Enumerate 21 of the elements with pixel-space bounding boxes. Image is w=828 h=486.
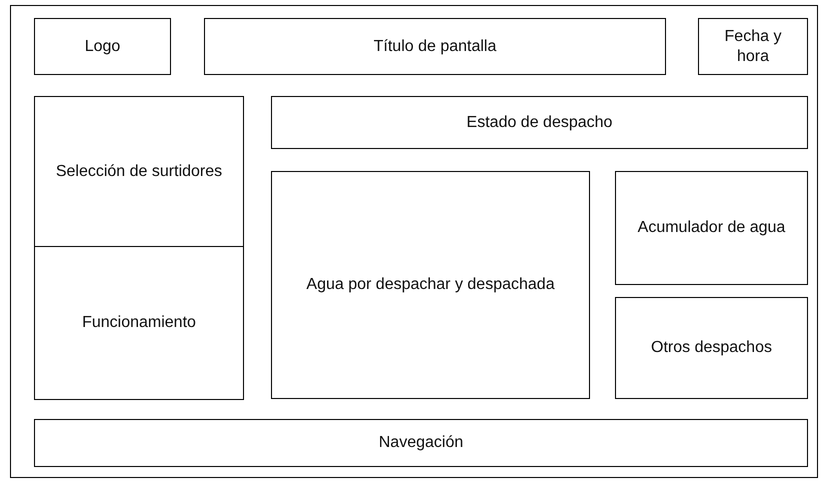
layout-panel [615, 171, 808, 285]
layout-panel [34, 419, 808, 467]
panel-label: Logo [84, 36, 120, 56]
panel-label: Estado de despacho [466, 112, 612, 132]
panel-label: Otros despachos [651, 338, 772, 358]
layout-panel [34, 96, 244, 247]
panel-label: Acumulador de agua [638, 218, 786, 238]
layout-panel [204, 18, 666, 75]
layout-panel [271, 96, 808, 149]
layout-panel [34, 246, 244, 400]
layout-panel [698, 18, 808, 75]
panel-label: Navegación [378, 433, 464, 453]
layout-panel [271, 171, 590, 399]
panel-label: Agua por despachar y despachada [306, 275, 555, 295]
panel-label: Selección de surtidores [56, 162, 222, 182]
panel-label: Título de pantalla [374, 36, 496, 56]
layout-panel [34, 18, 171, 75]
layout-panel [615, 297, 808, 399]
screen-frame [10, 5, 818, 478]
panel-label: Funcionamiento [82, 313, 196, 333]
panel-label: Fecha y hora [724, 26, 782, 66]
